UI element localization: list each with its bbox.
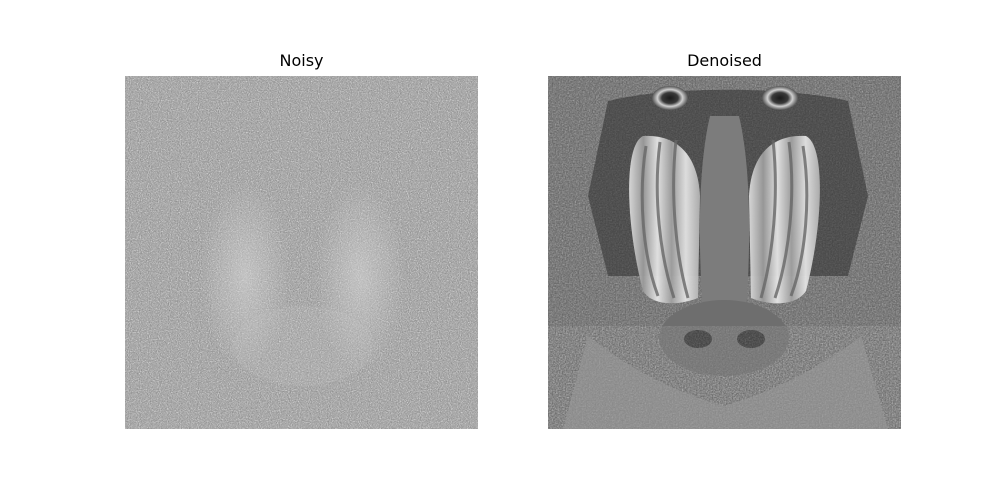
noisy-panel-title: Noisy bbox=[279, 51, 324, 70]
noisy-image bbox=[125, 76, 478, 429]
denoised-panel-title: Denoised bbox=[687, 51, 762, 70]
denoised-image bbox=[548, 76, 901, 429]
